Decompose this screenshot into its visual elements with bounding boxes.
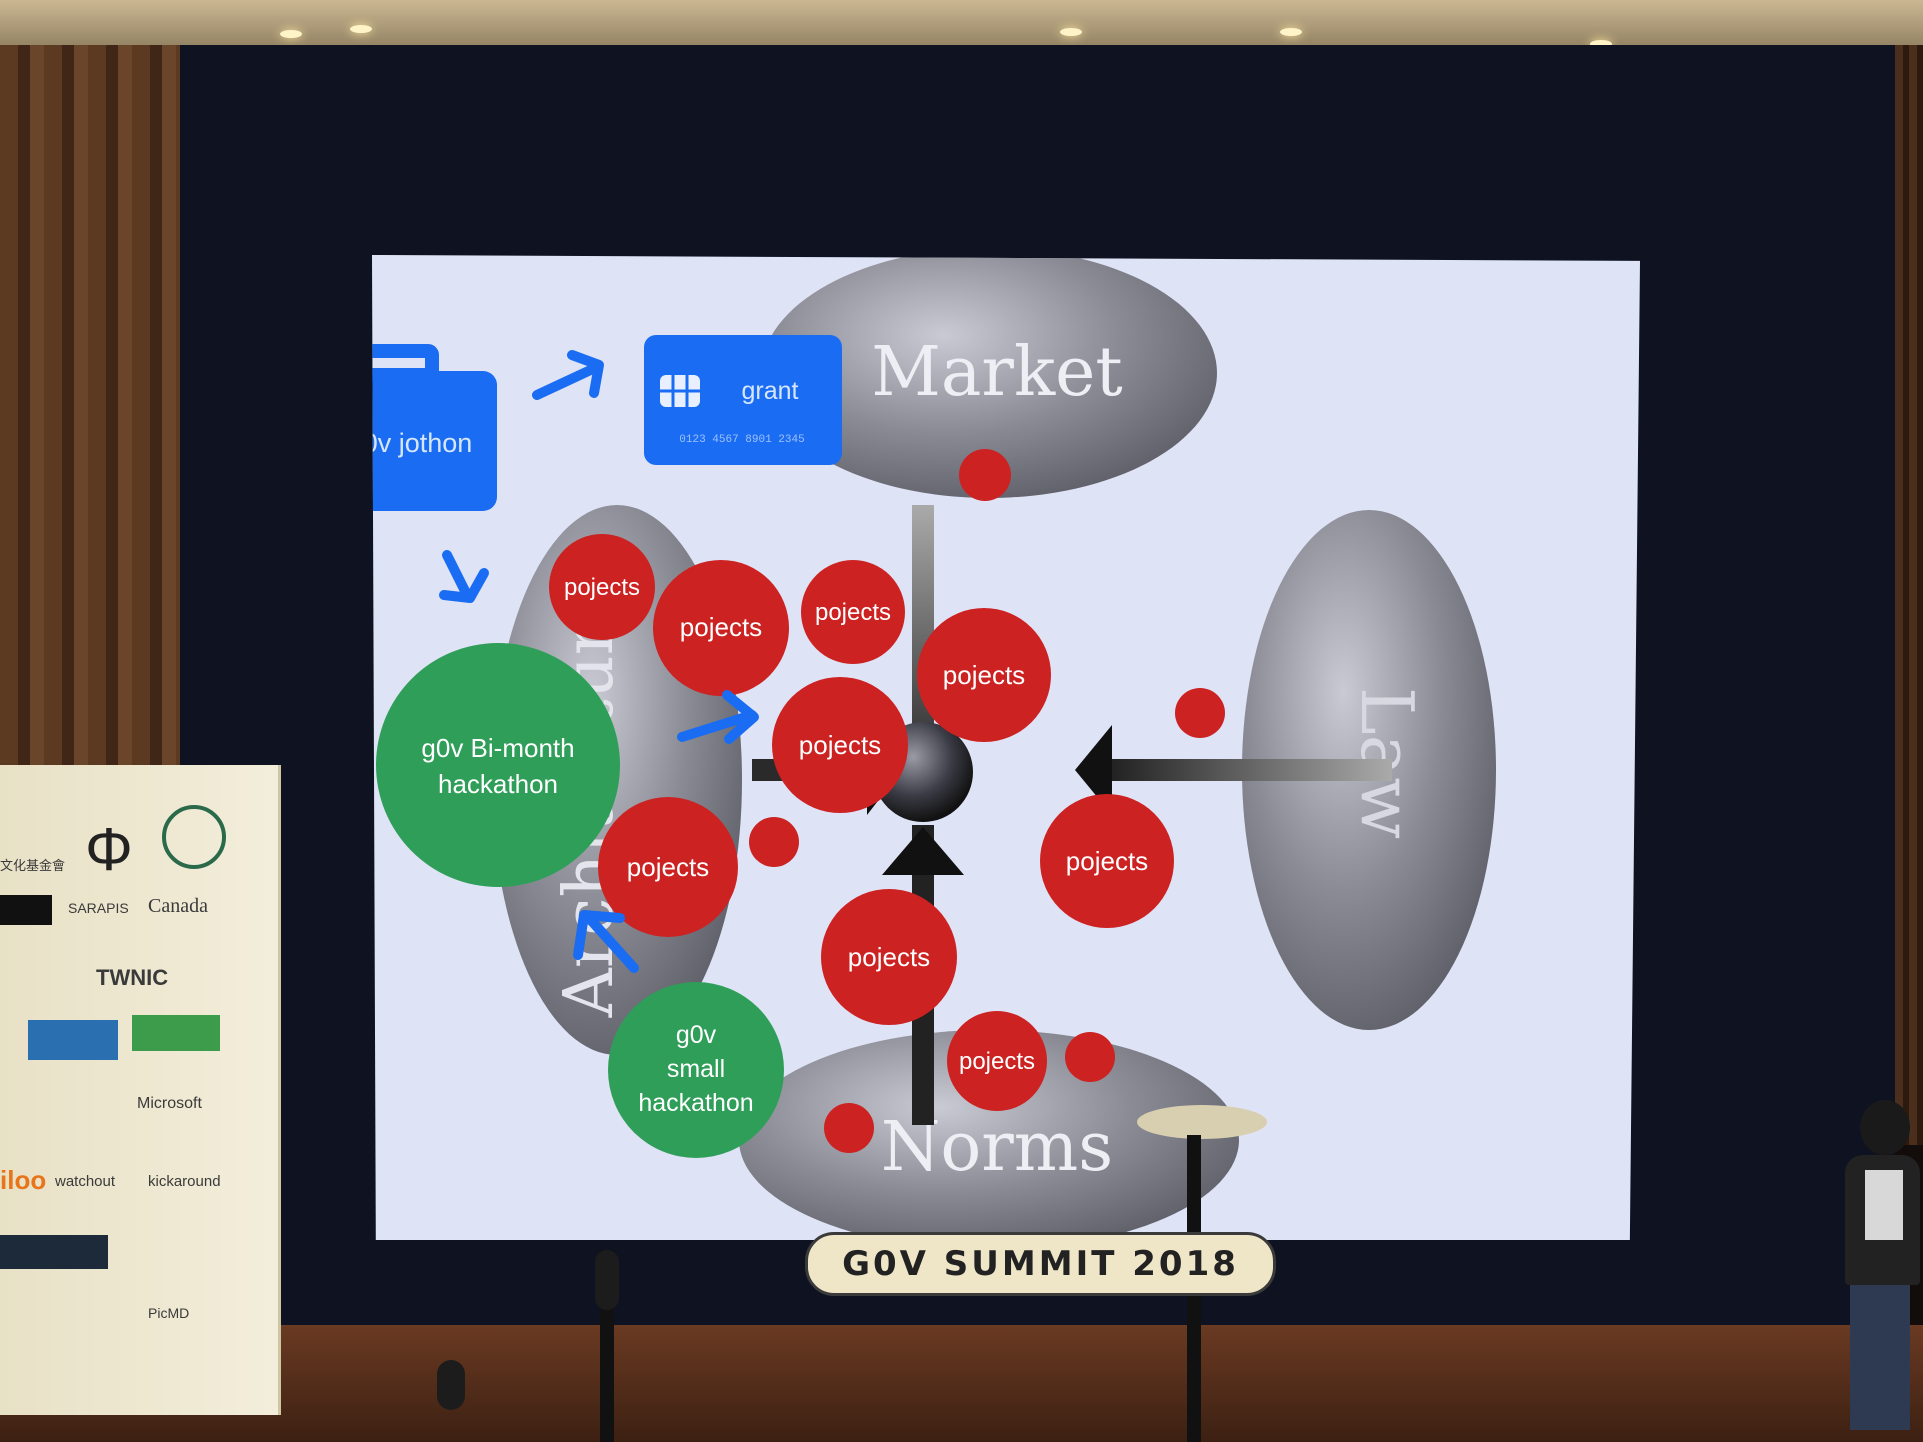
project-bubble: pojects	[772, 677, 908, 813]
jothon-label: g0v jothon	[372, 428, 472, 458]
stage-sign: G0V SUMMIT 2018	[805, 1232, 1276, 1296]
svg-text:g0v Bi-month: g0v Bi-month	[421, 733, 574, 763]
sponsor-logo-block	[28, 1020, 118, 1060]
red-dot	[749, 817, 799, 867]
podium-top	[1137, 1105, 1267, 1139]
project-bubble: pojects	[1040, 794, 1174, 928]
presenter	[1830, 1100, 1920, 1430]
left-curtain	[0, 45, 180, 805]
arrow-to-projects	[677, 710, 757, 742]
svg-text:hackathon: hackathon	[438, 769, 558, 799]
microphone	[595, 1250, 619, 1310]
sponsor-logo: watchout	[55, 1173, 116, 1190]
sponsor-logo: Φ	[85, 816, 133, 883]
sponsor-seal	[162, 805, 226, 869]
microphone	[437, 1360, 465, 1410]
sponsor-logo-block	[0, 895, 52, 925]
law-arrowhead	[1075, 725, 1112, 815]
project-bubble: pojects	[801, 560, 905, 664]
project-bubble: pojects	[598, 797, 738, 937]
arrow-to-bimonth	[442, 550, 472, 600]
market-stick	[912, 505, 934, 785]
ceiling-light	[350, 25, 372, 33]
card-number: 0123 4567 8901 2345	[679, 434, 804, 446]
market-oval	[761, 255, 1217, 498]
sponsor-logo: SARAPIS	[68, 900, 129, 916]
norms-oval	[739, 1030, 1239, 1240]
project-bubble: pojects	[653, 560, 789, 696]
red-dot	[959, 449, 1011, 501]
ceiling-light	[1060, 28, 1082, 36]
sponsor-logo: PicMD	[148, 1305, 190, 1321]
svg-text:pojects: pojects	[680, 612, 762, 642]
stage-sign-text: G0V SUMMIT 2018	[842, 1244, 1239, 1284]
ceiling-light	[1280, 28, 1302, 36]
slide-diagram: Market Law Norms Architecture pojects po…	[372, 255, 1496, 1240]
svg-text:small: small	[667, 1055, 725, 1083]
law-stick	[1112, 759, 1392, 781]
arrow-to-projects-from-small	[585, 914, 639, 973]
svg-text:pojects: pojects	[943, 660, 1025, 690]
norms-arrowhead	[882, 827, 964, 875]
project-bubble: pojects	[549, 534, 655, 640]
projection-screen: Market Law Norms Architecture pojects po…	[372, 255, 1640, 1240]
arrow-to-grant	[532, 362, 602, 400]
sponsor-logo: Canada	[148, 895, 208, 917]
sponsor-banner: 文化基金會 Φ SARAPIS Canada TWNIC Microsoft i…	[0, 765, 281, 1415]
blue-arrows	[439, 350, 759, 973]
small-hackathon-circle: g0v small hackathon	[608, 982, 784, 1158]
ceiling-light	[1590, 40, 1612, 48]
ceiling-light	[280, 30, 302, 38]
svg-text:pojects: pojects	[564, 574, 640, 601]
svg-text:hackathon: hackathon	[638, 1089, 753, 1117]
jothon-briefcase: g0v jothon	[372, 344, 497, 511]
sponsor-logo: kickaround	[148, 1173, 221, 1190]
sponsor-logo: iloo	[0, 1165, 47, 1195]
svg-text:pojects: pojects	[959, 1048, 1035, 1075]
red-dot	[824, 1103, 874, 1153]
bimonth-hackathon-circle: g0v Bi-month hackathon	[376, 643, 620, 887]
sponsor-logo-block	[132, 1015, 220, 1051]
right-curtain	[1895, 45, 1923, 1145]
svg-text:pojects: pojects	[799, 730, 881, 760]
sponsor-logo: 文化基金會	[0, 858, 66, 873]
market-label: Market	[871, 333, 1122, 412]
grant-label: grant	[742, 377, 799, 405]
sponsor-logo: TWNIC	[96, 965, 169, 990]
svg-text:pojects: pojects	[627, 852, 709, 882]
project-bubble: pojects	[917, 608, 1051, 742]
project-bubble: pojects	[821, 889, 957, 1025]
red-dot	[1175, 688, 1225, 738]
sponsor-logo: Microsoft	[137, 1095, 202, 1112]
svg-text:pojects: pojects	[848, 942, 930, 972]
sponsor-logo-block	[0, 1235, 108, 1269]
svg-text:pojects: pojects	[815, 599, 891, 626]
project-bubble: pojects	[947, 1011, 1047, 1111]
svg-text:pojects: pojects	[1066, 846, 1148, 876]
red-dot	[1065, 1032, 1115, 1082]
svg-text:g0v: g0v	[676, 1021, 717, 1049]
stage-floor	[0, 1325, 1923, 1442]
grant-card: grant 0123 4567 8901 2345	[644, 335, 842, 465]
